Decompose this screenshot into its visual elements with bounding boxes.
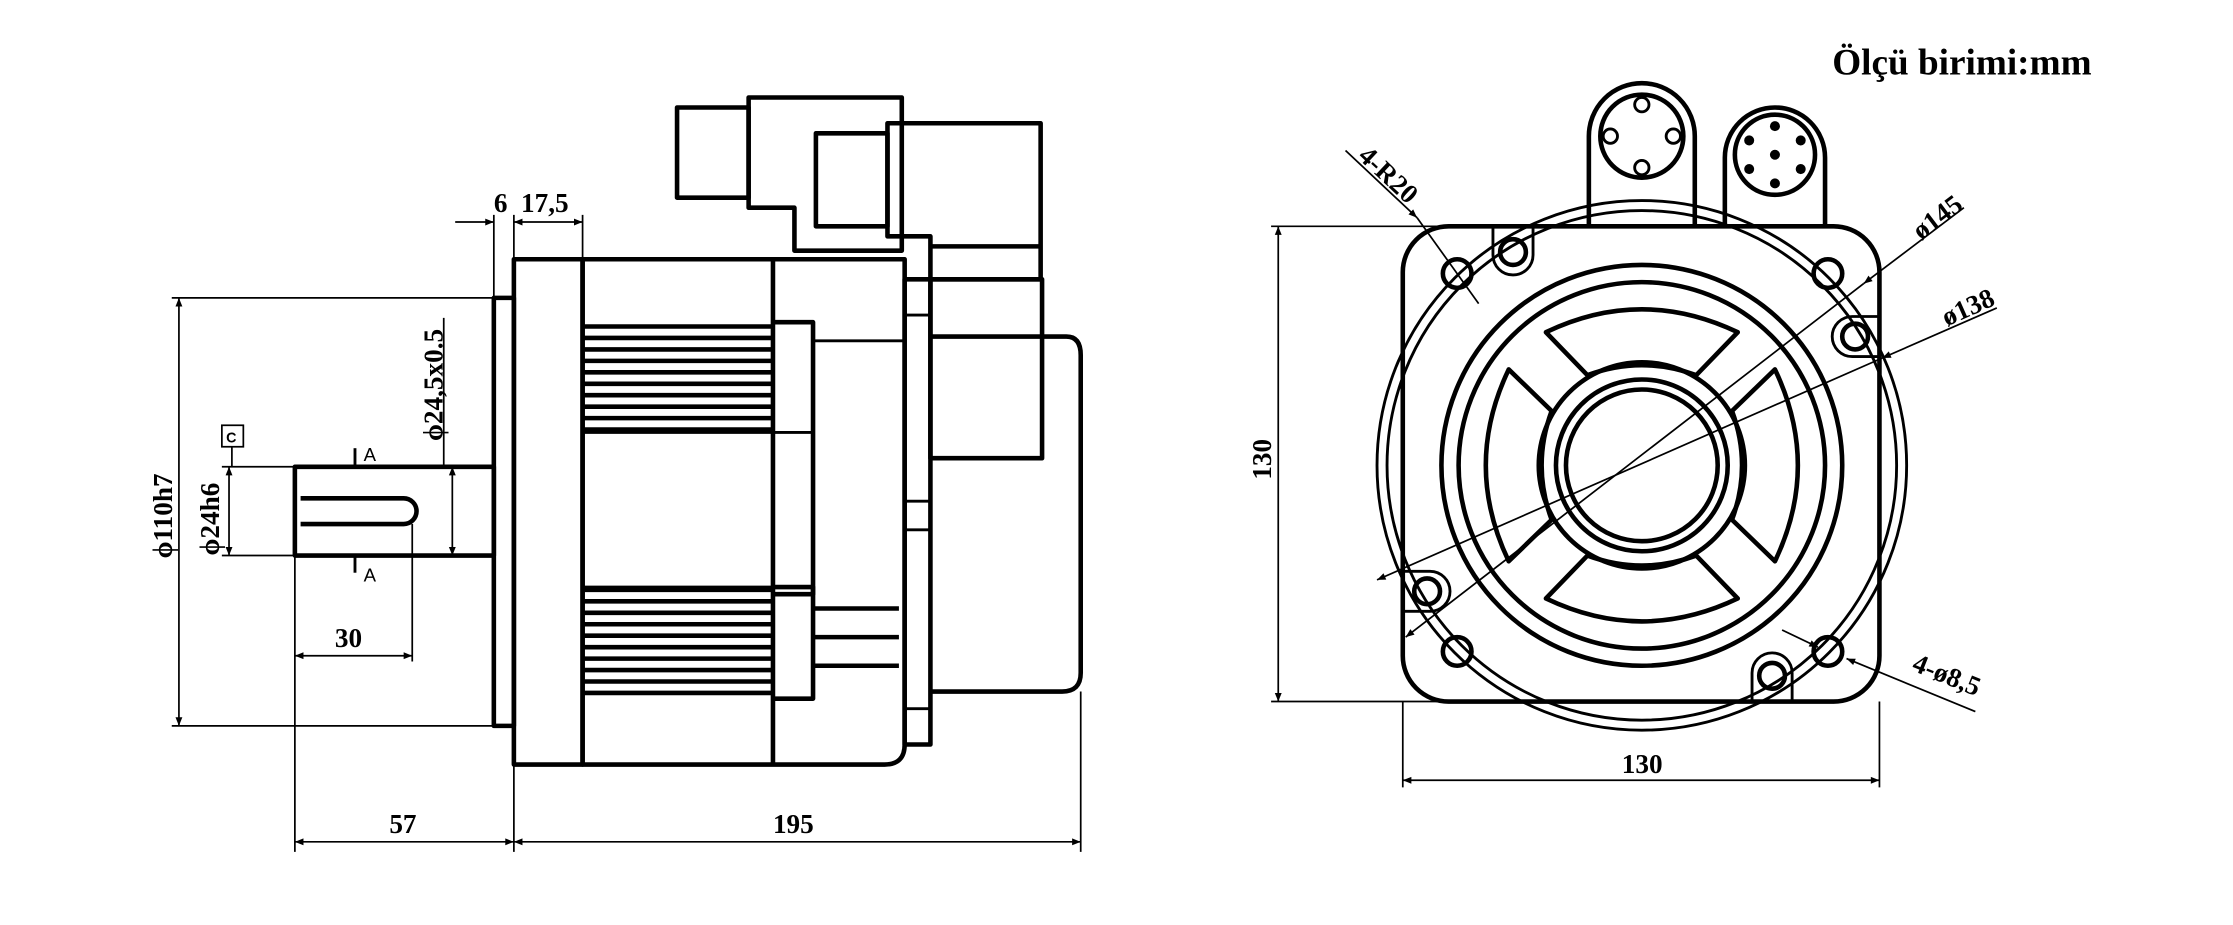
keyway — [300, 495, 419, 527]
side-view: A A C 195 57 30 6 17,5 ϕ110h7 ϕ24h6 ϕ24,… — [148, 95, 1084, 852]
motor-body — [292, 256, 1084, 767]
dim-shaft-dia: ϕ24h6 — [195, 483, 225, 556]
flange — [511, 256, 585, 767]
dim-height: 130 — [1247, 439, 1277, 480]
datum-label: C — [226, 430, 236, 446]
shaft — [292, 464, 497, 558]
dim-outer-dia: ø138 — [1937, 282, 1999, 332]
cooling-fins — [582, 324, 773, 696]
mounting-holes — [1440, 256, 1845, 669]
dim-flange-thickness: 17,5 — [521, 188, 569, 218]
spokes — [1483, 307, 1801, 624]
dim-pilot-thickness: 6 — [494, 188, 508, 218]
dim-corner-radius: 4-R20 — [1353, 140, 1424, 209]
unit-title: Ölçü birimi:mm — [1832, 43, 2091, 84]
housing — [580, 256, 907, 767]
dim-width: 130 — [1622, 749, 1663, 779]
connector-power — [674, 95, 905, 253]
rear-fins — [813, 606, 899, 669]
connector-encoder — [813, 120, 1043, 282]
pcd-circle — [1375, 199, 1909, 732]
dim-total-length: 195 — [773, 809, 814, 839]
rear-cover — [930, 334, 1084, 694]
connector-encoder-front — [1722, 105, 1828, 227]
dim-key-length: 30 — [335, 623, 362, 653]
encoder-cover — [928, 276, 1045, 461]
square-flange — [1400, 224, 1882, 704]
dim-key-depth: ϕ24,5x0.5 — [418, 329, 448, 441]
front-dimension-lines — [1271, 149, 1998, 788]
connector-power-front — [1586, 80, 1698, 227]
flange-pilot — [491, 295, 517, 729]
dimension-lines — [171, 214, 1082, 852]
dim-holes: 4-ø8,5 — [1909, 648, 1985, 702]
rear-ring — [902, 276, 933, 747]
lugs — [1402, 226, 1880, 702]
front-view: 130 130 4-R20 ø145 ø138 4-ø8,5 — [1247, 80, 1999, 788]
dim-pcd: ø145 — [1907, 189, 1968, 246]
dim-shaft-length: 57 — [389, 809, 416, 839]
dim-flange-pilot: ϕ110h7 — [148, 473, 178, 558]
section-mark-top: A — [364, 444, 377, 465]
section-mark-bottom: A — [364, 564, 377, 585]
